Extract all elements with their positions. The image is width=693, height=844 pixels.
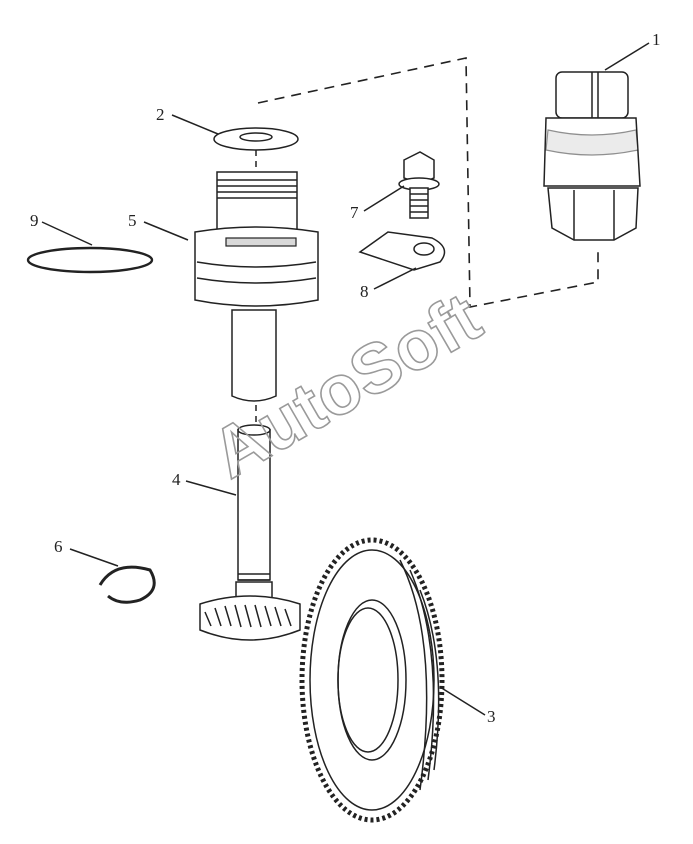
part-5-housing [194,171,319,428]
callout-8: 8 [360,282,369,301]
part-4-shaft-pinion [199,424,301,641]
part-3-ring-gear [299,537,445,823]
part-8-lock-plate [358,231,446,271]
callout-6: 6 [54,537,63,556]
part-2-washer [213,127,299,170]
callout-7: 7 [350,203,359,222]
callout-1: 1 [652,30,661,49]
callout-4: 4 [172,470,181,489]
leader-lines [41,42,650,716]
callout-3: 3 [487,707,496,726]
callout-2: 2 [156,105,165,124]
part-1-sensor [543,71,641,241]
callout-9: 9 [30,211,39,230]
callout-5: 5 [128,211,137,230]
assembly-dashed-line [257,57,599,308]
part-6-circlip [98,565,156,604]
part-9-o-ring [26,246,154,274]
part-7-bolt [398,151,440,219]
